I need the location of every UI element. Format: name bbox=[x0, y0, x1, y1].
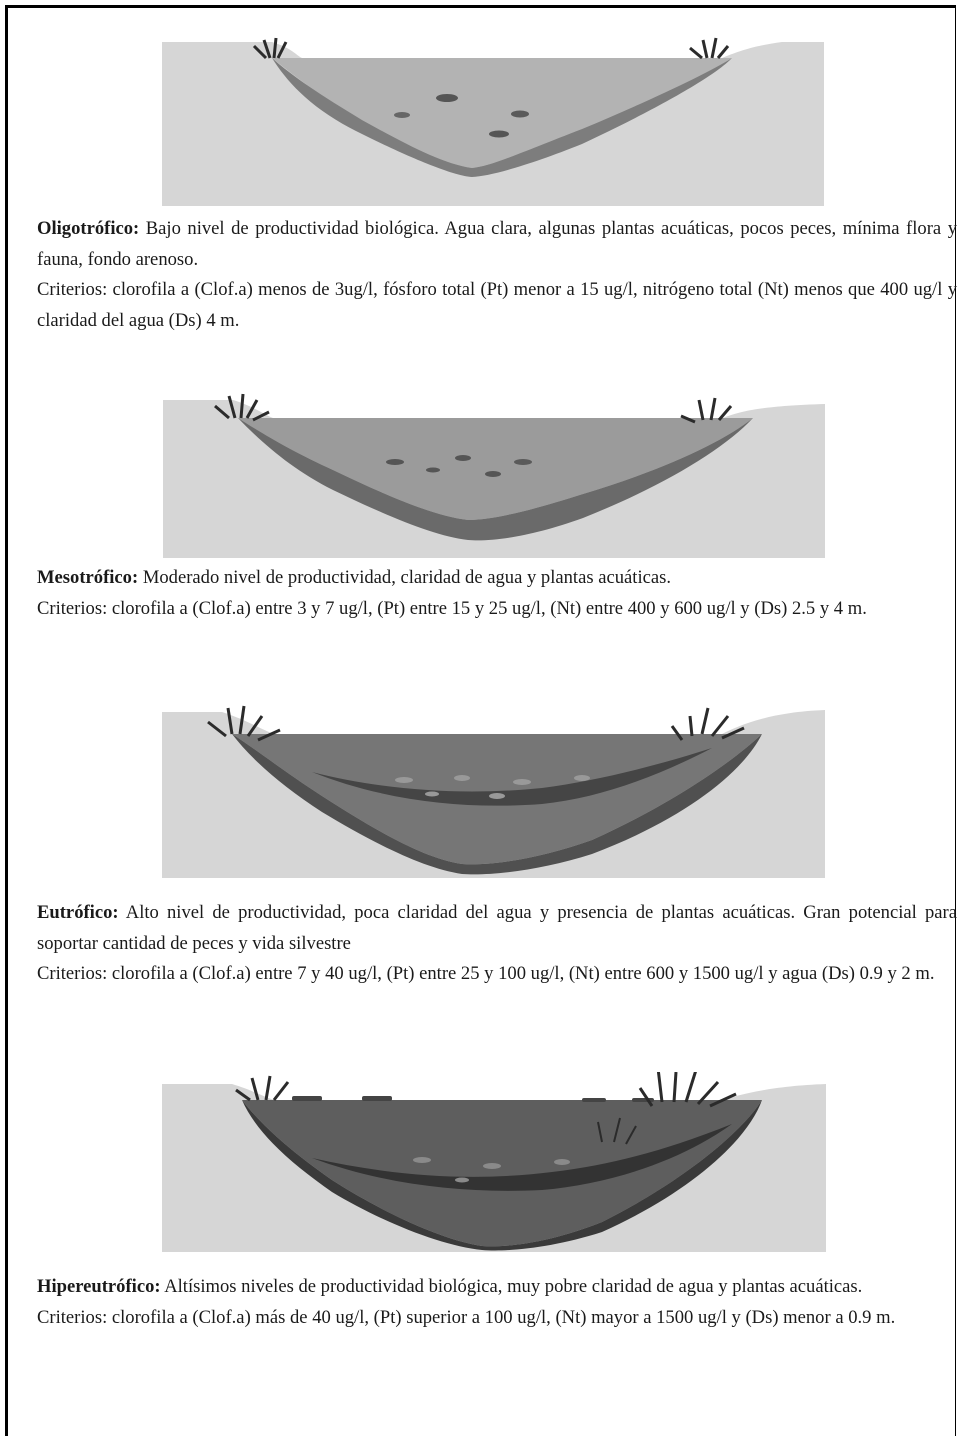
eutrophic-lake-illustration bbox=[162, 700, 825, 878]
oligotrophic-summary: Bajo nivel de productividad biológica. A… bbox=[37, 218, 957, 270]
eutrophic-term: Eutrófico: bbox=[37, 902, 119, 923]
mesotrophic-description: Mesotrófico: Moderado nivel de productiv… bbox=[37, 563, 957, 624]
oligotrophic-lake-illustration bbox=[162, 34, 824, 206]
mesotrophic-summary: Moderado nivel de productividad, clarida… bbox=[138, 567, 671, 588]
eutrophic-criteria: Criterios: clorofila a (Clof.a) entre 7 … bbox=[37, 959, 957, 990]
oligotrophic-description: Oligotrófico: Bajo nivel de productivida… bbox=[37, 214, 957, 336]
hypereutrophic-lake-illustration bbox=[162, 1072, 826, 1252]
eutrophic-summary: Alto nivel de productividad, poca clarid… bbox=[37, 902, 957, 954]
mesotrophic-term: Mesotrófico: bbox=[37, 567, 138, 588]
eutrophic-description: Eutrófico: Alto nivel de productividad, … bbox=[37, 898, 957, 990]
oligotrophic-term: Oligotrófico: bbox=[37, 218, 139, 239]
hypereutrophic-criteria: Criterios: clorofila a (Clof.a) más de 4… bbox=[37, 1303, 957, 1334]
hypereutrophic-term: Hipereutrófico: bbox=[37, 1276, 161, 1297]
hypereutrophic-description: Hipereutrófico: Altísimos niveles de pro… bbox=[37, 1272, 957, 1333]
mesotrophic-criteria: Criterios: clorofila a (Clof.a) entre 3 … bbox=[37, 594, 957, 625]
mesotrophic-lake-illustration bbox=[163, 390, 825, 558]
oligotrophic-criteria: Criterios: clorofila a (Clof.a) menos de… bbox=[37, 275, 957, 336]
hypereutrophic-summary: Altísimos niveles de productividad bioló… bbox=[161, 1276, 863, 1297]
